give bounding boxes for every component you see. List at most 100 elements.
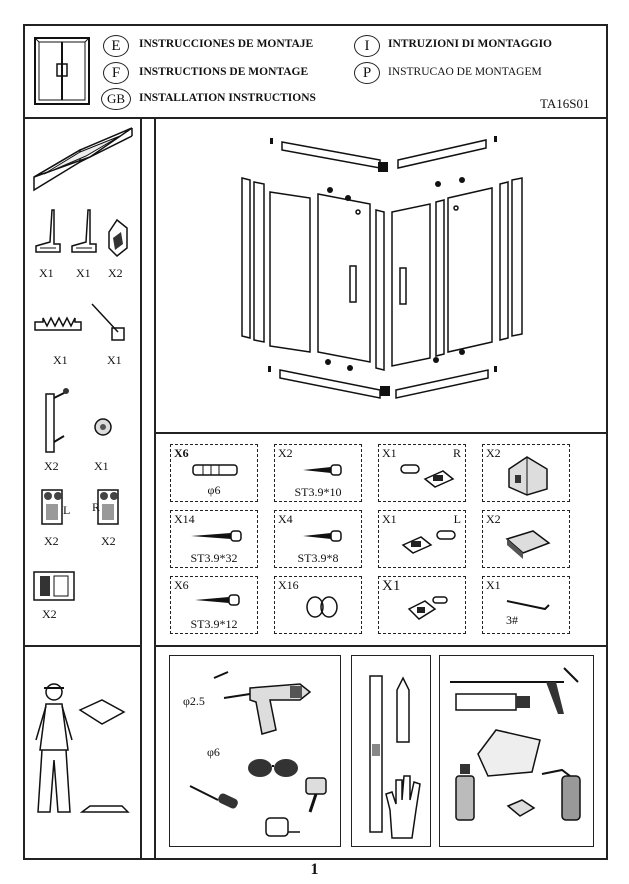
lang-code-e: E [103,35,129,57]
safety-glasses-icon [248,759,298,777]
clip-icon [407,596,448,620]
roller-left-icon [41,489,63,525]
hardware-qty: X1 [382,512,397,526]
hardware-divider [154,645,608,647]
hardware-qty: X2 [486,446,501,460]
tools-panel-measure [351,655,431,847]
pencil-icon [396,676,410,743]
roller-right-side: R [92,500,101,514]
hardware-caption: ST3.9*32 [190,551,238,565]
roller-right-icon [97,489,119,525]
sealant-bag-icon [477,729,541,777]
hardware-wall-plug: X6 φ6 [170,444,258,502]
model-code: TA16S01 [540,96,590,111]
hardware-bracket-r: X1 R [378,444,466,502]
screw-icon [191,530,242,542]
lang-text-gb: INSTALLATION INSTRUCTIONS [139,92,316,104]
hardware-cap-cover: X2 [482,510,570,568]
lang-code-i: I [354,35,380,57]
hardware-screw-32: X14 ST3.9*32 [170,510,258,568]
qty-wall-profile-r: X1 [76,266,91,280]
shower-tray-icon [33,127,133,192]
lang-text-e: INSTRUCCIONES DE MONTAJE [139,38,314,50]
installer-figure-icon [35,683,130,813]
hardware-screw-10: X2 ST3.9*10 [274,444,362,502]
hardware-screw-cap: X16 [274,576,362,634]
lang-text-i: INTRUZIONI DI MONTAGGIO [388,38,552,50]
gloves-icon [385,775,421,839]
screw-icon [303,464,342,476]
screw-cap-icon [306,596,338,618]
qty-seal-strip: X1 [107,353,122,367]
cap-cover-icon [505,530,551,559]
hardware-screw-8: X4 ST3.9*8 [274,510,362,568]
sealant-gun-icon [450,667,579,714]
hardware-allen-key: X1 3# [482,576,570,634]
hardware-caption: φ6 [207,483,221,497]
spray-bottle-icon [541,768,581,821]
lang-text-p: INSTRUCAO DE MONTAGEM [388,66,542,78]
lang-code-f: F [103,62,129,84]
drill-icon [213,671,312,735]
hardware-qty: X6 [174,446,189,460]
tools-panel-sealant [439,655,594,847]
bracket-icon [400,464,455,488]
hardware-qty: X6 [174,578,189,592]
hardware-qty: X1 [486,578,501,592]
left-column-divider [140,117,142,860]
wall-profile-right-icon [71,209,97,253]
roller-left-side: L [63,503,71,517]
spirit-level-icon [369,675,383,833]
qty-hinge-bracket: X2 [42,607,57,621]
shower-enclosure-icon [34,37,90,105]
corner-joint-icon [508,456,548,496]
lang-code-gb: GB [101,88,131,110]
qty-roller-right: X2 [101,534,116,548]
hinge-bracket-icon [33,571,75,601]
page-number: 1 [310,861,319,878]
screwdriver-icon [189,785,238,809]
left-divider-person [23,645,142,647]
header-divider [23,117,608,119]
mallet-icon [305,777,327,813]
tape-measure-icon [265,817,300,837]
wall-plug-icon [192,464,238,476]
hardware-screw-12: X6 ST3.9*12 [170,576,258,634]
hardware-side: R [452,446,461,460]
hardware-corner-joint: X2 [482,444,570,502]
seal-strip-icon [91,303,125,341]
qty-knob: X1 [94,459,109,473]
wall-profile-left-icon [35,209,61,253]
hardware-caption: ST3.9*8 [297,551,339,565]
hardware-side: L [453,512,461,526]
hardware-clip: X1 [378,576,466,634]
qty-wall-profile-l: X1 [39,266,54,280]
hardware-qty: X4 [278,512,293,526]
sponge-icon [506,799,536,817]
screw-icon [195,594,240,606]
door-handle-icon [45,388,69,453]
page-frame [23,24,608,860]
qty-roller-left: X2 [44,534,59,548]
hardware-caption: ST3.9*10 [294,485,342,499]
corner-post-icon [108,218,128,258]
tools-panel-drill [169,655,341,847]
knob-icon [94,418,112,436]
lang-text-f: INSTRUCTIONS DE MONTAGE [139,66,309,78]
qty-magnetic-seal: X1 [53,353,68,367]
diagram-divider [154,432,608,434]
hardware-caption: 3# [506,613,518,627]
hardware-qty: X1 [382,578,401,594]
bracket-icon [401,530,456,554]
drill-bit-large-label: φ6 [207,745,220,759]
left-column-divider-2 [154,117,156,860]
allen-key-icon [506,600,550,611]
qty-door-handle: X2 [44,459,59,473]
hardware-qty: X14 [174,512,195,526]
hardware-qty: X2 [486,512,501,526]
hardware-qty: X16 [278,578,299,592]
hardware-qty: X2 [278,446,293,460]
screw-icon [303,530,342,542]
magnetic-seal-icon [34,316,82,331]
enclosure-exploded-diagram [241,136,523,399]
